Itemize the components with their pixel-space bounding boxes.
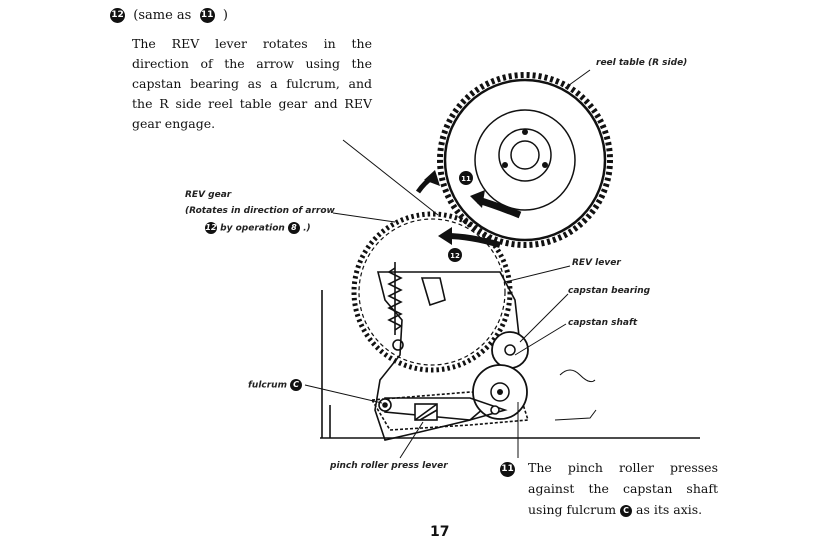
- leader-lines: [304, 69, 591, 459]
- marker-11-text: 11: [461, 175, 471, 183]
- same-as-ref-badge: 11: [199, 8, 215, 23]
- rev-lever-body: [370, 262, 530, 441]
- note-11-description: The pinch roller presses against the cap…: [528, 457, 718, 520]
- note-11-text-2: as its axis.: [636, 502, 703, 517]
- label-capstan-shaft: capstan shaft: [568, 318, 638, 328]
- by-operation-text: by operation: [220, 223, 285, 234]
- capstan-parts: [472, 331, 529, 420]
- label-reel-table: reel table (R side): [596, 58, 688, 68]
- note-11-badge-wrap: 11: [500, 459, 515, 478]
- note-11-text-1: The pinch roller presses against the cap…: [528, 460, 718, 517]
- label-end: .): [303, 223, 311, 234]
- chassis: [320, 290, 700, 439]
- label-capstan-bearing: capstan bearing: [568, 286, 651, 296]
- label-pinch-roller-press-lever: pinch roller press lever: [330, 461, 448, 471]
- label-rev-lever: REV lever: [572, 258, 621, 268]
- label-fulcrum: fulcrum C: [248, 379, 303, 391]
- marker-11-on-reel: 11: [459, 171, 473, 185]
- step-12-heading: 12 (same as 11 ): [110, 8, 228, 23]
- step-12-description: The REV lever rotates in the direction o…: [132, 36, 372, 131]
- page-number: 17: [430, 524, 450, 540]
- label-rev-gear-note: (Rotates in direction of arrow: [185, 206, 335, 216]
- fulcrum-ref-badge: C: [290, 379, 303, 391]
- label-rev-gear: REV gear: [185, 190, 232, 200]
- rev-gear: [351, 211, 513, 373]
- same-as-prefix: (same as: [133, 8, 192, 23]
- reel-table-gear: [437, 72, 613, 248]
- label-rev-gear-note-2: 12 by operation 8 .): [205, 222, 311, 234]
- marker-12-on-rev: 12: [448, 248, 462, 262]
- fulcrum-text: fulcrum: [248, 380, 287, 391]
- same-as-suffix: ): [222, 8, 228, 23]
- pinch-roller-press-lever: [378, 397, 508, 421]
- step-number-badge: 12: [110, 8, 125, 23]
- marker-12-text: 12: [450, 252, 460, 260]
- ref-8-badge: 8: [287, 222, 300, 234]
- ref-12-badge: 12: [205, 222, 217, 234]
- note-11-ref-badge: C: [620, 504, 633, 517]
- note-11-badge: 11: [500, 462, 515, 477]
- rotation-arrows: [415, 170, 522, 248]
